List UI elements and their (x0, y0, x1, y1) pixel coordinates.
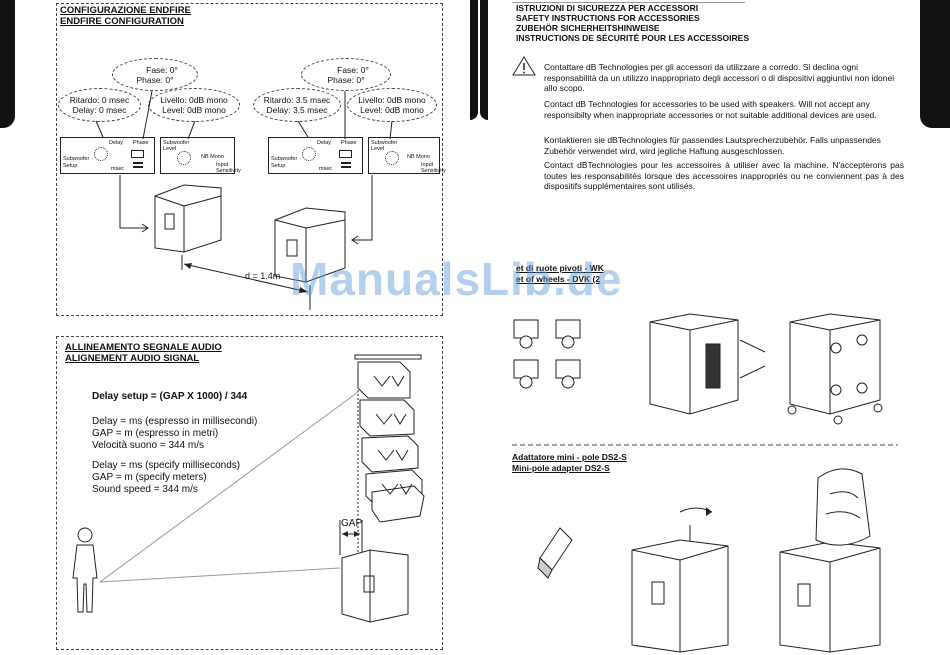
unit-msec-label-r: msec (319, 166, 333, 172)
unit-sens-label-r: Sensitivity (421, 168, 446, 174)
unit-msec-label: msec (111, 166, 125, 172)
delay-bubble-right: Ritardo: 3.5 msec Delay: 3.5 msec (253, 88, 341, 122)
phase-leds-icon-r (341, 162, 351, 168)
delay-right-line1: Ritardo: 3.5 msec (263, 95, 331, 105)
endfire-title-it: CONFIGURAZIONE ENDFIRE (60, 5, 191, 16)
unit-setup-label: Setup (63, 163, 78, 169)
alignment-title-it: ALLINEAMENTO SEGNALE AUDIO (65, 342, 222, 353)
unit-level-sub-label: Subwoofer (163, 140, 190, 146)
safety-heading-it: ISTRUZIONI DI SICUREZZA PER ACCESSORI (516, 3, 699, 13)
unit-input-label: Input (216, 162, 229, 168)
delay-left-line1: Ritardo: 0 msec (69, 95, 130, 105)
adapter-title-it: Adattatore mini - pole DS2-S (512, 452, 627, 462)
en-line-2: GAP = m (specify meters) (92, 472, 207, 483)
level-bubble-left: Livello: 0dB mono Level: 0dB mono (148, 88, 240, 122)
unit-setup-label-r: Setup (271, 163, 286, 169)
phase-left-line2: Phase: 0° (136, 74, 174, 85)
adapter-title-en: Mini-pole adapter DS2-S (512, 463, 610, 473)
it-line-3: Velocità suono = 344 m/s (92, 440, 205, 451)
phase-right-line2: Phase: 0° (327, 74, 365, 85)
distance-label: d = 1.4m (245, 271, 281, 281)
wheels-title-it: et di ruote pivoti - WK (516, 263, 604, 273)
watermark: ManualsLib.de (290, 253, 623, 305)
level-knob-icon (177, 151, 191, 165)
alignment-panel: ALLINEAMENTO SEGNALE AUDIO ALIGNEMENT AU… (56, 336, 443, 650)
delay-right-line2: Delay: 3.5 msec (266, 105, 328, 115)
phase-switch-icon (131, 150, 144, 158)
delay-bubble-left: Ritardo: 0 msec Delay: 0 msec (58, 88, 141, 122)
delay-formula: Delay setup = (GAP X 1000) / 344 (92, 391, 248, 402)
phase-switch-icon-r (339, 150, 352, 158)
delay-left-line2: Delay: 0 msec (72, 105, 127, 115)
safety-paragraph-en: Contact dB Technologies for accessories … (544, 99, 877, 120)
en-line-3: Sound speed = 344 m/s (92, 484, 198, 495)
delay-knob-icon-r (302, 147, 316, 161)
unit-input-label-r: Input (421, 162, 434, 168)
wheels-title-en: et of wheels - DVK (2 (516, 274, 601, 284)
delay-knob-icon (94, 147, 108, 161)
safety-paragraph-fr: Contact dBTechnologies pour les accessoi… (544, 160, 904, 191)
phase-bubble-left: Fase: 0° Phase: 0° (112, 58, 198, 91)
center-left-tab (470, 0, 478, 120)
safety-heading-fr: INSTRUCTIONS DE SÉCURITÉ POUR LES ACCESS… (516, 33, 749, 43)
unit-level-sub-label-r: Subwoofer (371, 140, 398, 146)
level-left-line2: Level: 0dB mono (162, 105, 226, 115)
level-right-line2: Level: 0dB mono (360, 105, 424, 115)
unit-delay-label: Delay (109, 140, 124, 146)
unit-subwoofer-label: Subwoofer (63, 156, 90, 162)
level-unit-right: Subwoofer Level NB Mono Input Sensitivit… (368, 137, 446, 174)
alignment-title-en: ALIGNEMENT AUDIO SIGNAL (65, 353, 200, 364)
delay-phase-unit-right: Delay Phase Subwoofer Setup msec (268, 137, 363, 174)
phase-left-line1: Fase: 0° (146, 64, 178, 75)
level-unit-left: Subwoofer Level NB Mono Input Sensitivit… (160, 137, 241, 174)
unit-sens-label: Sensitivity (216, 168, 241, 174)
unit-phase-label: Phase (133, 140, 149, 146)
phase-leds-icon (133, 162, 143, 168)
en-line-1: Delay = ms (specify milliseconds) (92, 460, 241, 471)
warning-triangle-icon (512, 56, 536, 76)
unit-mono-label-r: NB Mono (407, 154, 430, 160)
right-edge-tab (920, 0, 950, 128)
it-line-2: GAP = m (espresso in metri) (92, 428, 219, 439)
safety-heading-en: SAFETY INSTRUCTIONS FOR ACCESSORIES (516, 13, 700, 23)
safety-paragraph-de: Kontaktieren sie dBTechnologies für pass… (544, 135, 881, 156)
level-knob-icon-r (385, 151, 399, 165)
delay-phase-unit-left: Delay Phase Subwoofer Setup msec (60, 137, 155, 174)
level-left-line1: Livello: 0dB mono (160, 95, 228, 105)
unit-level-label-r: Level (371, 146, 385, 152)
safety-heading-de: ZUBEHÖR SICHERHEITSHINWEISE (516, 23, 660, 33)
endfire-panel: CONFIGURAZIONE ENDFIRE ENDFIRE CONFIGURA… (56, 3, 443, 316)
unit-level-label: Level (163, 146, 177, 152)
gap-label: GAP (341, 518, 363, 529)
safety-paragraph-it: Contattare dB Technologies per gli acces… (544, 62, 895, 93)
it-line-1: Delay = ms (espresso in millisecondi) (92, 416, 258, 427)
unit-subwoofer-label-r: Subwoofer (271, 156, 298, 162)
unit-mono-label: NB Mono (201, 154, 224, 160)
phase-right-line1: Fase: 0° (337, 64, 369, 75)
safety-heading-rule (512, 2, 745, 3)
left-edge-tab (0, 0, 15, 128)
center-right-tab (480, 0, 488, 120)
level-right-line1: Livello: 0dB mono (358, 95, 426, 105)
phase-bubble-right: Fase: 0° Phase: 0° (301, 58, 391, 91)
unit-phase-label-r: Phase (341, 140, 357, 146)
endfire-title-en: ENDFIRE CONFIGURATION (60, 16, 184, 27)
unit-delay-label-r: Delay (317, 140, 332, 146)
